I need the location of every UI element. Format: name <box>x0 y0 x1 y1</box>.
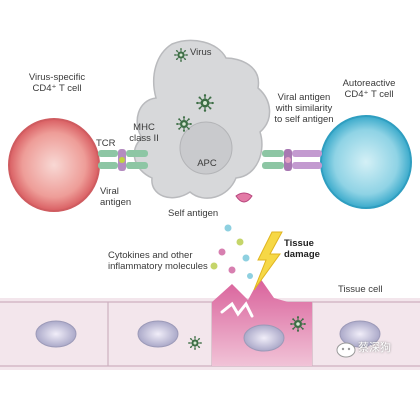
tissue-damage-area <box>212 278 312 366</box>
apc-cell <box>133 39 271 199</box>
tissue-nucleus <box>243 324 285 352</box>
tissue-nucleus <box>137 320 179 348</box>
left-tcr-mhc-complex <box>98 149 148 171</box>
label-cytokines: Cytokines and other inflammatory molecul… <box>108 250 208 272</box>
tissue-nucleus <box>339 320 381 348</box>
self-antigen-marker <box>235 192 253 203</box>
label-tcr: TCR <box>96 138 116 149</box>
label-viral-antigen: Viral antigen <box>100 186 132 208</box>
cytokine-molecules <box>210 224 253 279</box>
lightning-bolt-icon <box>253 231 283 291</box>
right-tcr-mhc-complex <box>262 149 322 171</box>
label-virus: Virus <box>190 47 212 58</box>
apc-nucleus <box>179 121 233 175</box>
label-tissue-cell: Tissue cell <box>338 284 383 295</box>
label-self-antigen: Self antigen <box>168 208 219 219</box>
label-autoreactive-tcell: Autoreactive CD4⁺ T cell <box>342 78 396 100</box>
label-viral-antigen-similarity: Viral antigen with similarity to self an… <box>274 92 334 125</box>
watermark-bubble-icon <box>336 342 356 358</box>
tissue-nucleus <box>35 320 77 348</box>
label-virus-specific-tcell: Virus-specific CD4⁺ T cell <box>28 72 86 94</box>
autoreactive-tcell <box>320 115 412 209</box>
label-apc: APC <box>197 158 217 169</box>
watermark-text: 蔡深狗 <box>358 342 391 354</box>
label-mhc-class-ii: MHC class II <box>129 122 159 144</box>
virus-specific-tcell <box>8 118 100 212</box>
label-tissue-damage: Tissue damage <box>284 238 320 260</box>
